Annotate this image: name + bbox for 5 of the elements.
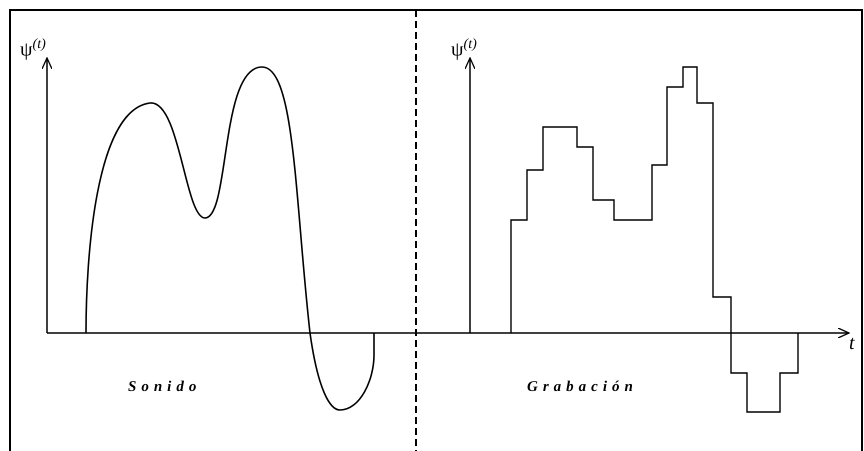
panel-caption: Grabación: [527, 378, 638, 396]
axis-label: ψ$^{(t)}$: [451, 36, 477, 61]
axis-label: t: [849, 332, 855, 354]
panel-caption: Sonido: [128, 378, 202, 396]
axis-label: ψ$^{(t)}$: [20, 36, 46, 61]
